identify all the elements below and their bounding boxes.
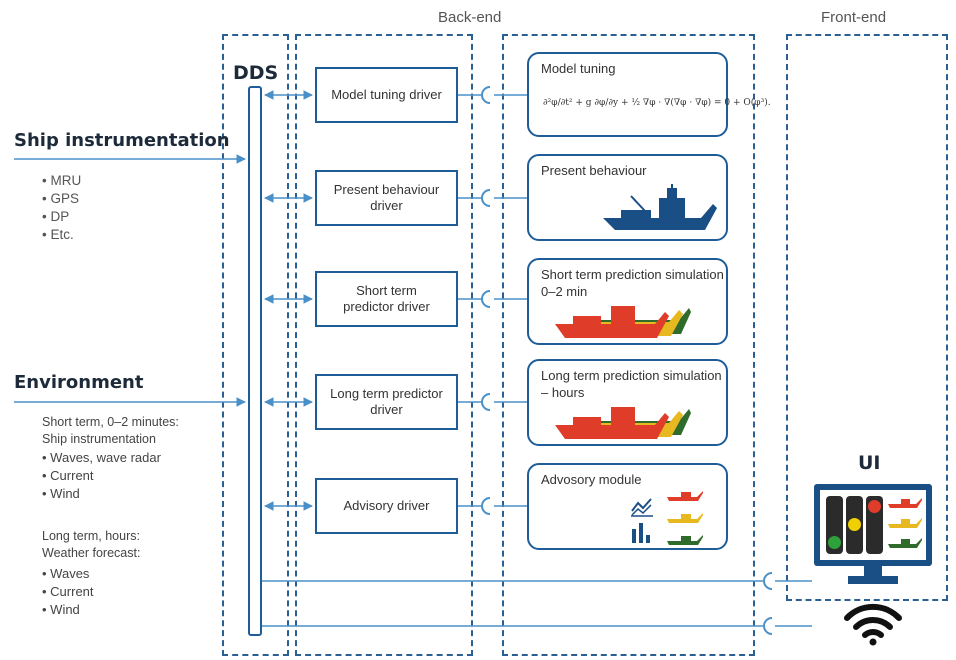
module-title: Short term prediction simulation 0–2 min [541, 267, 724, 299]
long-term-item: Waves [42, 565, 94, 583]
dds-bus [248, 86, 262, 636]
short-term-list: Waves, wave radar Current Wind [42, 449, 161, 503]
ship-icon [667, 491, 703, 545]
long-term-source: Weather forecast: [42, 546, 141, 560]
short-term-prediction-module: Short term prediction simulation 0–2 min [527, 258, 728, 345]
module-title: Model tuning [541, 61, 616, 76]
present-behaviour-driver: Present behaviour driver [315, 170, 458, 226]
short-term-item: Current [42, 467, 161, 485]
ship-icon [888, 498, 922, 548]
long-term-item: Current [42, 583, 93, 601]
ship-item: DP [42, 208, 81, 226]
backend-title: Back-end [438, 9, 502, 26]
long-term-predictor-driver: Long term predictor driver [315, 374, 458, 430]
present-behaviour-module: Present behaviour [527, 154, 728, 241]
ship-instrumentation-list: MRU GPS DP Etc. [42, 172, 81, 244]
environment-heading: Environment [14, 372, 144, 393]
dds-label: DDS [233, 62, 279, 84]
monitor-icon [814, 484, 932, 566]
module-title: Present behaviour [541, 163, 647, 178]
module-title: Advosory module [541, 472, 642, 487]
backend-drivers-frame [295, 34, 473, 656]
short-term-source: Ship instrumentation [42, 432, 156, 446]
short-term-predictor-driver: Short term predictor driver [315, 271, 458, 327]
model-tuning-module: Model tuning ∂²φ/∂t² + g ∂φ/∂y + ½ ∇φ · … [527, 52, 771, 137]
ship-item: Etc. [42, 226, 81, 244]
long-term-heading: Long term, hours: [42, 529, 140, 543]
frontend-title: Front-end [821, 9, 887, 26]
advisory-driver: Advisory driver [315, 478, 458, 534]
ship-instrumentation-heading: Ship instrumentation [14, 130, 230, 151]
traffic-light-icon [826, 496, 884, 554]
ship-icon [603, 184, 717, 230]
ship-item: MRU [42, 172, 81, 190]
monitor-base [848, 576, 898, 584]
ship-icon [555, 306, 691, 338]
ship-icon [555, 407, 691, 439]
short-term-item: Wind [42, 485, 161, 503]
frontend-frame [786, 34, 948, 601]
short-term-item: Waves, wave radar [42, 449, 161, 467]
wifi-icon [844, 603, 902, 646]
model-tuning-formula: ∂²φ/∂t² + g ∂φ/∂y + ½ ∇φ · ∇(∇φ · ∇φ) = … [543, 98, 771, 108]
bar-chart-icon [632, 523, 650, 543]
module-title: Long term prediction simulation – hours [541, 368, 722, 400]
ship-item: GPS [42, 190, 81, 208]
long-term-list: Waves Current Wind [42, 565, 94, 619]
long-term-item: Wind [42, 601, 94, 619]
model-tuning-driver: Model tuning driver [315, 67, 458, 123]
backend-modules-frame [502, 34, 755, 656]
dds-frame [222, 34, 289, 656]
ui-label: UI [858, 452, 881, 474]
long-term-prediction-module: Long term prediction simulation – hours [527, 359, 728, 446]
short-term-heading: Short term, 0–2 minutes: [42, 415, 179, 429]
line-chart-icon [631, 498, 653, 517]
monitor-stand [864, 566, 882, 576]
advisory-module: Advosory module [527, 463, 728, 550]
